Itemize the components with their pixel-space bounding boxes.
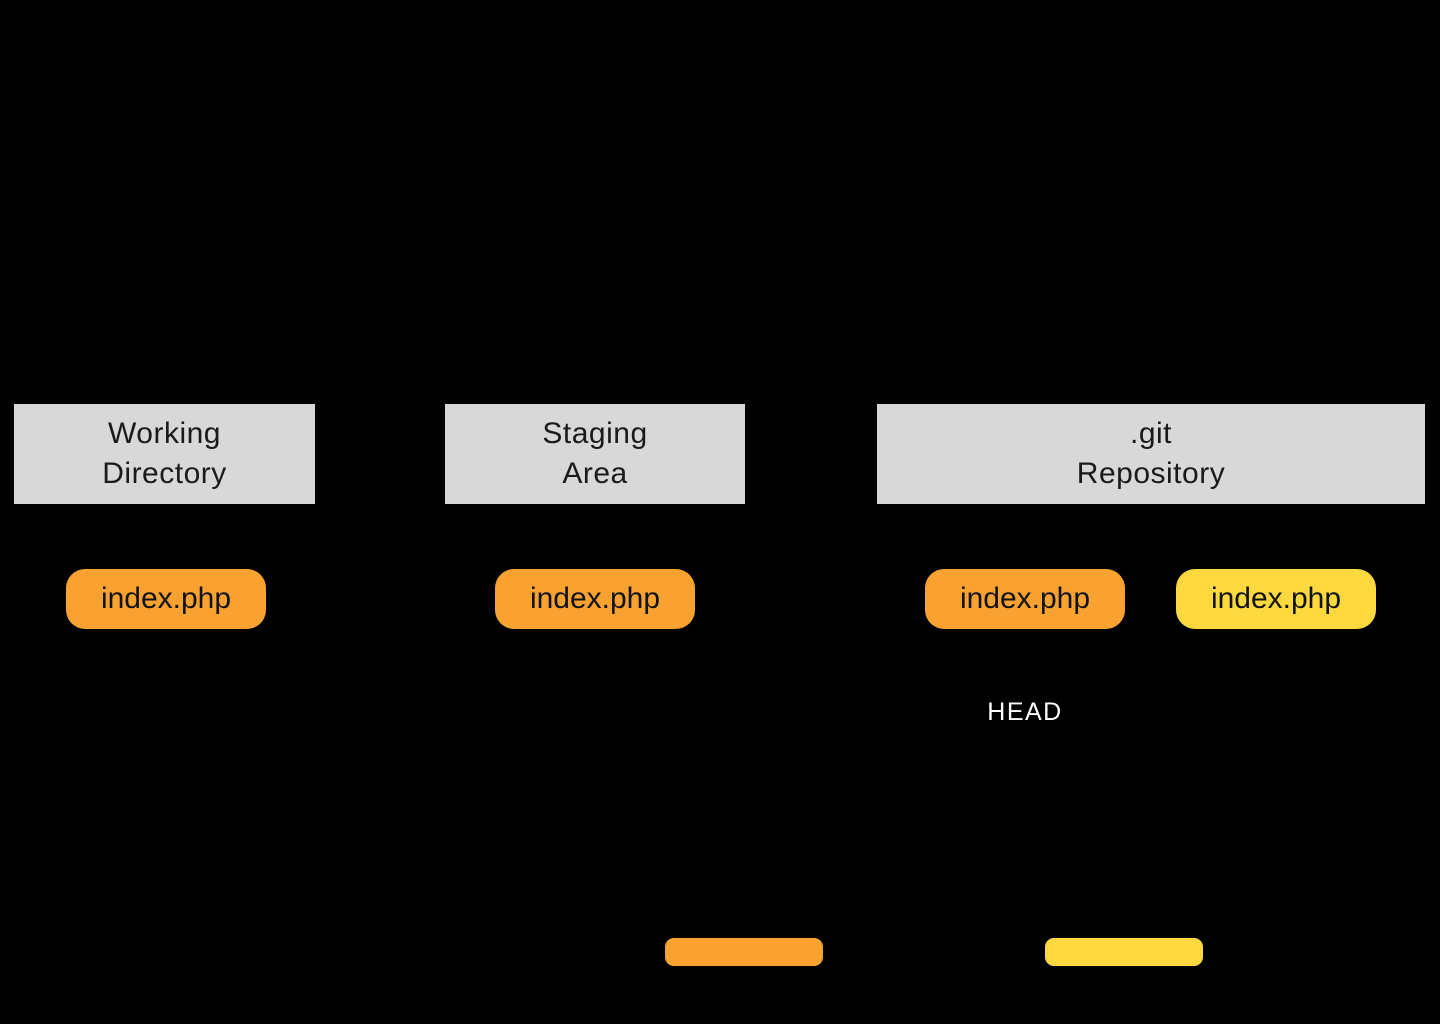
git-repository-header: .git Repository: [877, 404, 1425, 504]
git-repository-title-line1: .git: [1129, 417, 1173, 450]
staging-area-title-line2: Area: [562, 457, 628, 490]
working-directory-header: Working Directory: [14, 404, 315, 504]
file-pill-working-directory: index.php: [66, 569, 266, 629]
head-label: HEAD: [987, 698, 1063, 726]
staging-area-header: Staging Area: [445, 404, 745, 504]
file-pill-staging-area: index.php: [495, 569, 695, 629]
legend-swatch-yellow: [1045, 938, 1203, 966]
git-repository-title-line2: Repository: [1076, 457, 1226, 490]
working-directory-title-line2: Directory: [102, 457, 227, 490]
legend-swatch-orange: [665, 938, 823, 966]
file-pill-repository-orange: index.php: [925, 569, 1125, 629]
working-directory-title-line1: Working: [108, 417, 221, 450]
file-pill-repository-yellow: index.php: [1176, 569, 1376, 629]
staging-area-title-line1: Staging: [542, 417, 648, 450]
